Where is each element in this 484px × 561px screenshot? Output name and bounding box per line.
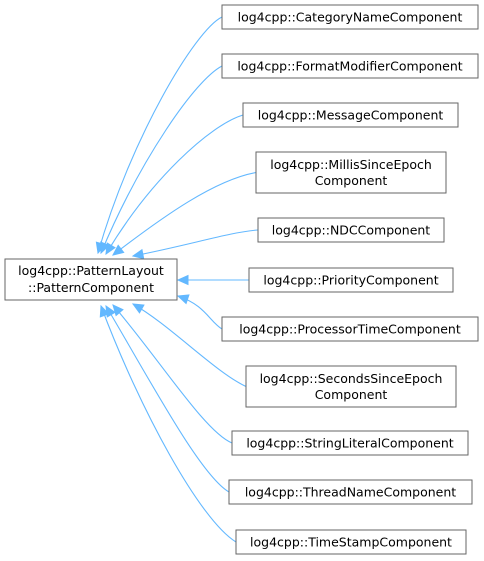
derived-class-node[interactable]: log4cpp::StringLiteralComponent	[231, 430, 469, 456]
derived-class-box	[245, 365, 457, 408]
derived-class-label: log4cpp::FormatModifierComponent	[237, 59, 462, 74]
derived-class-node[interactable]: log4cpp::ThreadNameComponent	[228, 479, 473, 505]
derived-class-label: Component	[315, 173, 388, 188]
derived-class-label: log4cpp::StringLiteralComponent	[246, 436, 453, 451]
derived-class-box	[248, 267, 454, 293]
derived-class-label: log4cpp::NDCComponent	[272, 223, 431, 238]
inheritance-edge	[112, 171, 257, 256]
inheritance-edge	[105, 305, 230, 493]
inheritance-edge	[100, 305, 237, 543]
derived-class-box	[221, 316, 479, 342]
inheritance-edge	[105, 114, 244, 255]
inheritance-arrowhead	[176, 294, 190, 305]
inheritance-edge	[112, 304, 233, 444]
inheritance-edges	[95, 16, 259, 543]
derived-class-box	[228, 479, 473, 505]
derived-class-label: log4cpp::SecondsSinceEpoch	[260, 371, 443, 386]
derived-class-box	[242, 102, 459, 128]
inheritance-arrowhead	[112, 244, 125, 256]
derived-class-box	[257, 217, 445, 243]
derived-class-node[interactable]: log4cpp::CategoryNameComponent	[221, 4, 479, 30]
inheritance-arrowhead	[131, 248, 145, 260]
inheritance-arrowhead	[105, 242, 116, 256]
base-class-node[interactable]: log4cpp::PatternLayout ::PatternComponen…	[4, 258, 178, 301]
base-class-label-line-1: log4cpp::PatternLayout	[18, 263, 164, 278]
derived-class-label: log4cpp::TimeStampComponent	[250, 535, 452, 550]
derived-class-label: log4cpp::CategoryNameComponent	[238, 10, 463, 25]
derived-class-label: Component	[315, 387, 388, 402]
inheritance-edge	[132, 229, 259, 257]
inheritance-edge	[132, 303, 247, 387]
base-class-label-line-2: ::PatternComponent	[28, 280, 154, 295]
derived-class-label: log4cpp::ProcessorTimeComponent	[239, 322, 461, 337]
derived-class-node[interactable]: log4cpp::FormatModifierComponent	[221, 53, 479, 79]
derived-class-box	[255, 151, 447, 194]
derived-class-label: log4cpp::ThreadNameComponent	[245, 485, 456, 500]
derived-class-box	[235, 529, 467, 555]
derived-class-node[interactable]: log4cpp::TimeStampComponent	[235, 529, 467, 555]
inheritance-arrowhead	[112, 304, 124, 317]
derived-class-box	[231, 430, 469, 456]
derived-class-nodes: log4cpp::CategoryNameComponentlog4cpp::F…	[221, 4, 479, 555]
inheritance-edge	[97, 16, 223, 254]
derived-class-box	[221, 4, 479, 30]
inheritance-edge	[100, 65, 223, 254]
base-class-box	[4, 258, 178, 301]
inheritance-arrowhead	[99, 304, 110, 318]
derived-class-label: log4cpp::MessageComponent	[258, 108, 444, 123]
derived-class-label: log4cpp::PriorityComponent	[263, 273, 438, 288]
derived-class-node[interactable]: log4cpp::MessageComponent	[242, 102, 459, 128]
derived-class-node[interactable]: log4cpp::ProcessorTimeComponent	[221, 316, 479, 342]
derived-class-node[interactable]: log4cpp::PriorityComponent	[248, 267, 454, 293]
derived-class-box	[221, 53, 479, 79]
inheritance-arrowhead	[131, 303, 145, 314]
derived-class-node[interactable]: log4cpp::NDCComponent	[257, 217, 445, 243]
inheritance-arrowhead	[176, 274, 189, 286]
derived-class-label: log4cpp::MillisSinceEpoch	[270, 157, 432, 172]
